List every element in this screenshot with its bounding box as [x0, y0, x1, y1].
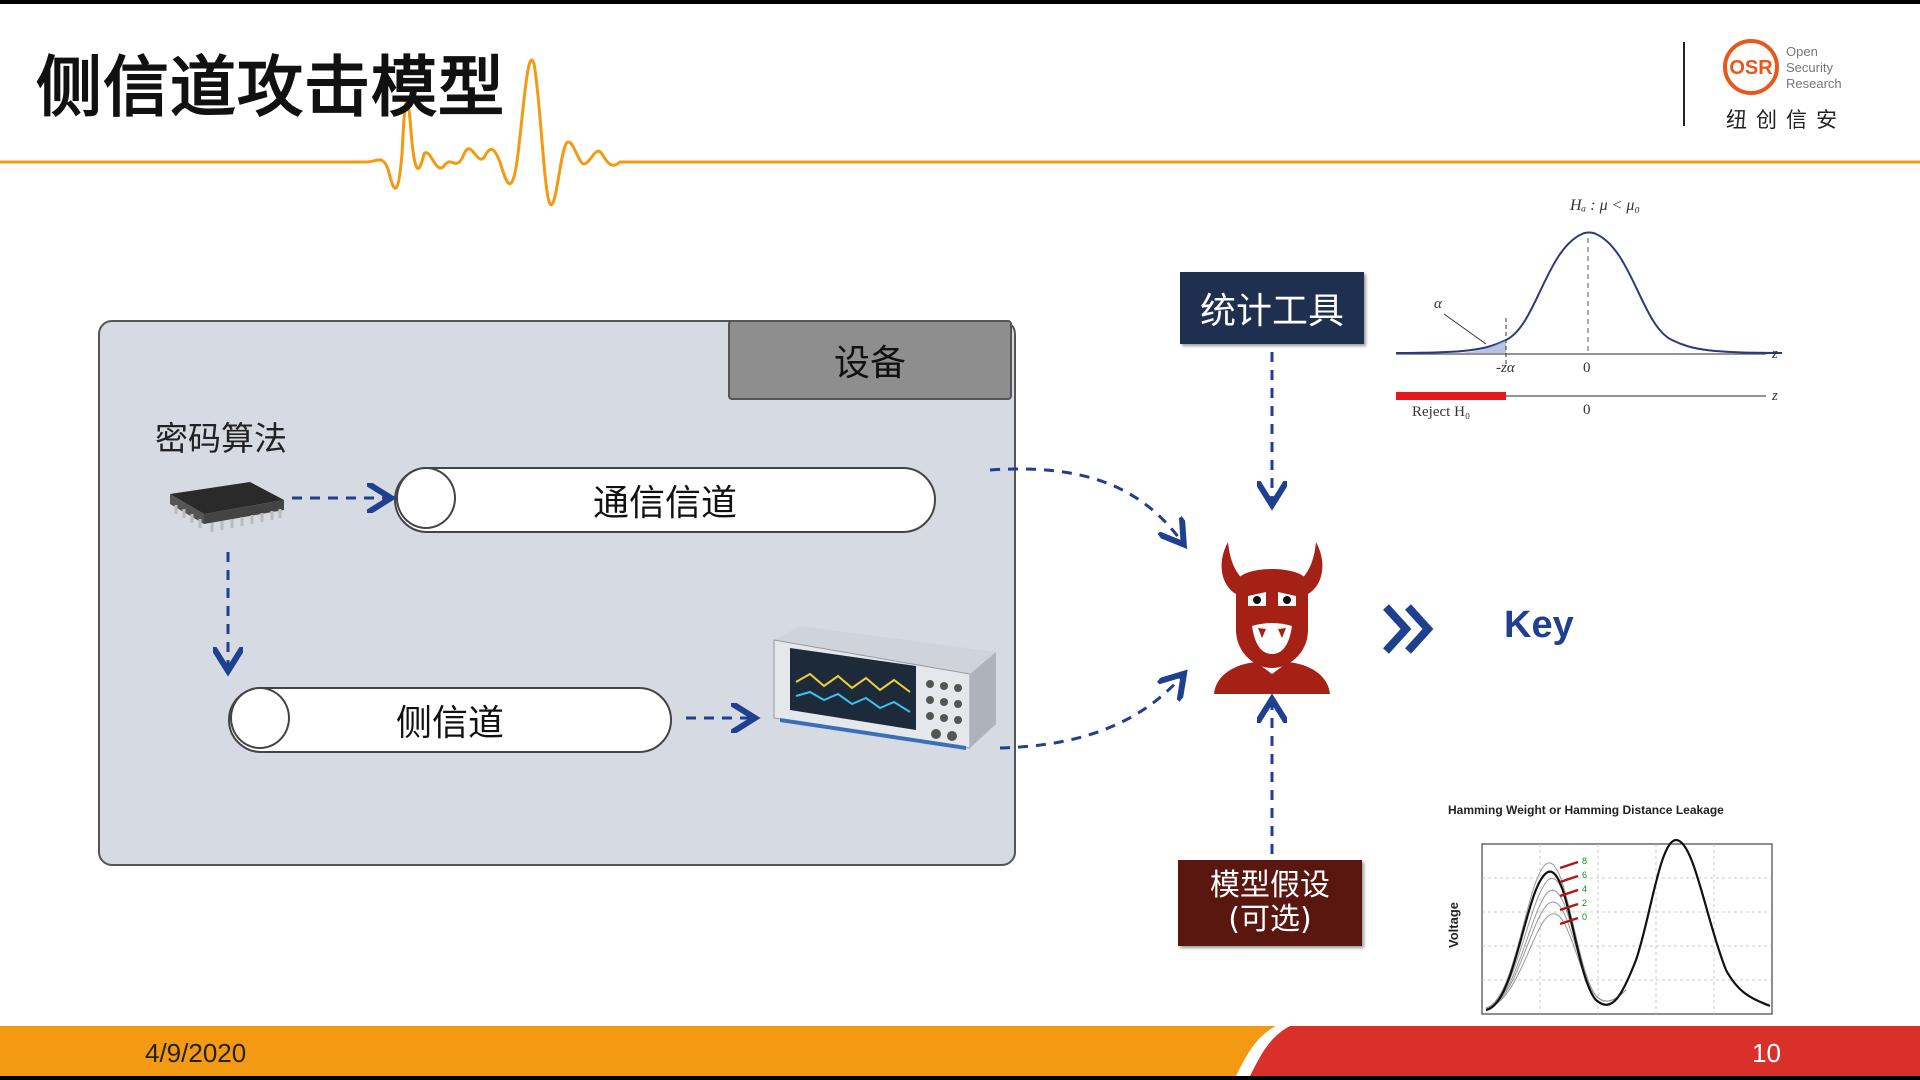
logo-separator [1683, 42, 1685, 126]
alpha-label: α [1434, 296, 1443, 312]
alpha-pointer [1443, 313, 1487, 345]
stat-tool-box: 统计工具 [1180, 272, 1364, 344]
footer-bar [0, 1026, 1920, 1076]
comm-to-attacker-arrow [989, 467, 1182, 542]
key-label: Key [1504, 604, 1574, 646]
footer-date: 4/9/2020 [145, 1038, 247, 1068]
hw-chart-grid [1482, 844, 1772, 1014]
reject-region-bar [1396, 392, 1506, 400]
logo-english-name: Open Security Research [1786, 44, 1842, 92]
comm-channel-label: 通信信道 [592, 483, 737, 524]
crypto-algorithm-label: 密码算法 [155, 419, 287, 458]
side-channel-cylinder: 侧信道 [228, 687, 672, 753]
device-tab-label: 设备 [728, 320, 1012, 400]
footer-page-number: 10 [1752, 1038, 1781, 1068]
hw-mark-8: 8 [1582, 856, 1587, 866]
hw-arrows [1559, 860, 1579, 926]
attacker-devil-icon [1214, 542, 1330, 694]
logo-chinese-name: 纽创信安 [1726, 108, 1846, 132]
flow-arrows [0, 352, 1920, 854]
hw-chart-ylabel: Voltage [1446, 902, 1461, 948]
logo-name-line1: Open [1786, 44, 1818, 59]
reject-label: Reject H₀ [1412, 404, 1470, 420]
z-alpha-label: -zα [1496, 360, 1516, 376]
normal-curve [1395, 231, 1783, 354]
hw-chart-frame [1481, 843, 1773, 1015]
double-chevron-right-icon [1383, 604, 1434, 654]
hw-chart-title: Hamming Weight or Hamming Distance Leaka… [1448, 803, 1724, 817]
osr-logo-icon: OSR [1723, 39, 1779, 95]
hamming-leakage-chart: Hamming Weight or Hamming Distance Leaka… [1446, 803, 1773, 1015]
hypothesis-label: Hₐ : μ < μ₀ [1569, 197, 1640, 214]
oscilloscope-icon [773, 626, 996, 750]
hw-main-trace [1485, 838, 1771, 1012]
logo-name-line2: Security [1786, 60, 1833, 75]
cylinder-cap [230, 687, 290, 749]
scope-to-attacker-arrow [999, 676, 1182, 750]
hypothesis-test-chart: Hₐ : μ < μ₀ α -zα 0 z Reject H₀ 0 z [1395, 197, 1783, 420]
hw-mark-0: 0 [1582, 912, 1587, 922]
model-hypothesis-line1: 模型假设 [1210, 868, 1330, 903]
svg-text:OSR: OSR [1729, 57, 1773, 79]
z-top-label: z [1771, 346, 1778, 362]
header-waveform-line [0, 58, 1920, 206]
z-bottom-label: z [1771, 388, 1778, 404]
hw-mark-6: 6 [1582, 870, 1587, 880]
zero-bottom-label: 0 [1583, 402, 1591, 418]
hw-mark-2: 2 [1582, 898, 1587, 908]
side-channel-label: 侧信道 [395, 703, 504, 744]
comm-channel-cylinder: 通信信道 [394, 467, 936, 533]
chip-icon [170, 482, 284, 532]
model-hypothesis-line2: (可选) [1228, 902, 1312, 937]
hw-marks: 8 6 4 2 0 [1582, 856, 1587, 922]
cylinder-cap [396, 467, 456, 529]
model-hypothesis-box: 模型假设 (可选) [1178, 860, 1362, 946]
zero-top-label: 0 [1583, 360, 1591, 376]
slide-title: 侧信道攻击模型 [36, 49, 505, 126]
device-container [98, 320, 1016, 866]
alpha-region [1456, 340, 1506, 353]
slide: 侧信道攻击模型 OSR Open Security Research 纽创信安 … [0, 4, 1920, 1076]
hw-mark-4: 4 [1582, 884, 1587, 894]
logo-name-line3: Research [1786, 76, 1842, 91]
